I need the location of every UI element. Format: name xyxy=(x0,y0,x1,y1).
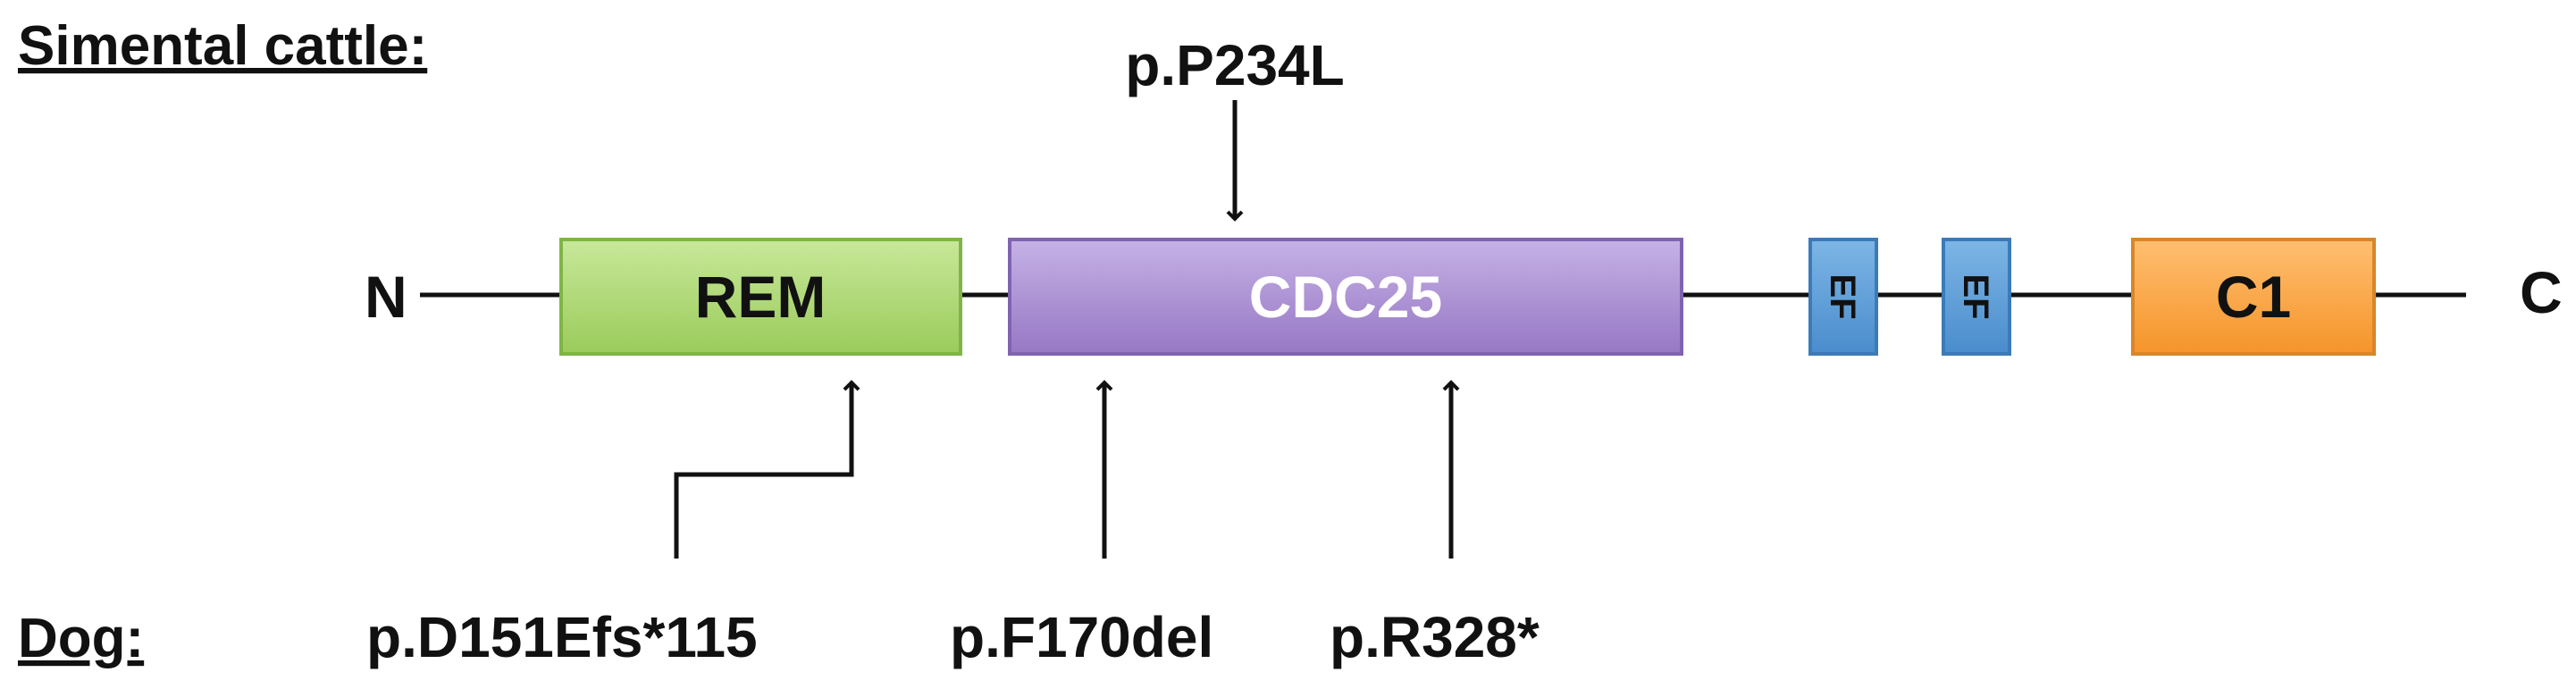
domain-cdc25: CDC25 xyxy=(1008,238,1683,356)
domain-ef-2: EF xyxy=(1942,238,2011,356)
c-terminus-label: C xyxy=(2520,259,2563,325)
species-label-cattle: Simental cattle: xyxy=(18,15,427,77)
domain-label-ef-2: EF xyxy=(1956,273,1995,319)
mutation-label-r328: p.R328* xyxy=(1330,605,1540,669)
domain-label-cdc25: CDC25 xyxy=(1249,264,1442,330)
n-terminus-label: N xyxy=(365,264,407,330)
domain-label-ef-1: EF xyxy=(1823,273,1862,319)
mutation-label-d151efs: p.D151Efs*115 xyxy=(366,605,758,669)
domain-label-rem: REM xyxy=(695,264,827,330)
arrow-d151efs xyxy=(674,380,860,559)
domain-rem: REM xyxy=(559,238,962,356)
domain-c1: C1 xyxy=(2131,238,2376,356)
mutation-label-p234l: p.P234L xyxy=(1125,33,1344,97)
domain-ef-1: EF xyxy=(1808,238,1878,356)
domain-label-c1: C1 xyxy=(2216,264,2291,330)
species-label-dog: Dog: xyxy=(18,608,144,669)
mutation-label-f170del: p.F170del xyxy=(950,605,1213,669)
